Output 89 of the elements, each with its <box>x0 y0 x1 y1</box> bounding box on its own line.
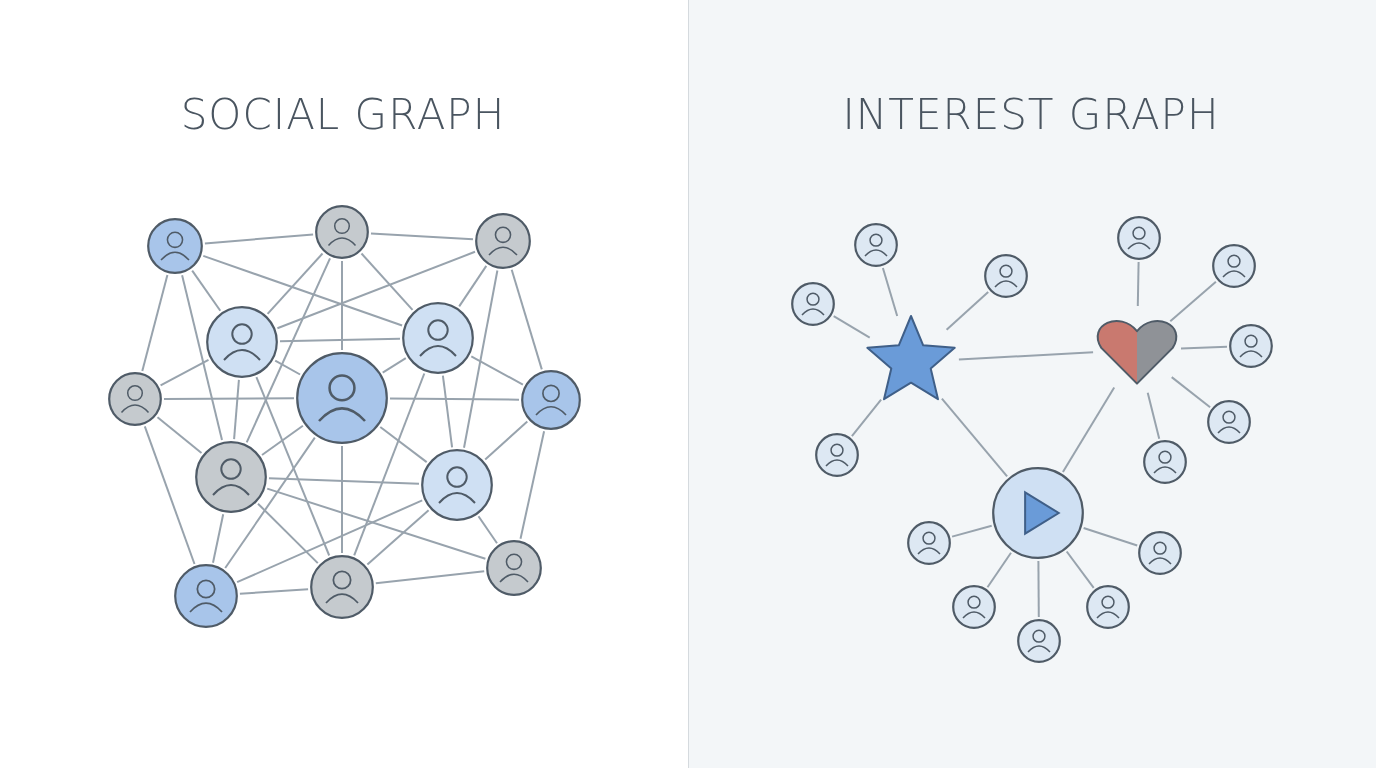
connector-line <box>458 264 488 308</box>
person-node <box>984 254 1028 298</box>
connector-line <box>257 502 319 565</box>
connector-line <box>203 233 315 245</box>
person-node <box>854 223 898 267</box>
connector-line <box>341 260 343 351</box>
person-node <box>402 302 474 374</box>
person-node <box>815 433 859 477</box>
connector-line <box>276 250 476 330</box>
person-node <box>1212 244 1256 288</box>
connector-line <box>156 416 203 454</box>
connector-line <box>389 397 520 401</box>
connector-line <box>191 269 222 312</box>
person-node <box>791 282 835 326</box>
connector-line <box>951 524 993 538</box>
person-node <box>1117 216 1161 260</box>
video-node <box>992 467 1084 559</box>
person-node <box>1143 440 1187 484</box>
panel-heading: INTEREST GRAPH <box>842 90 1220 139</box>
connector-line <box>379 426 428 464</box>
connector-line <box>261 424 304 456</box>
connector-line <box>881 267 899 317</box>
connector-line <box>1136 261 1140 307</box>
connector-line <box>163 397 295 400</box>
person-node <box>296 352 388 444</box>
connector-line <box>1170 376 1212 409</box>
connector-line <box>1082 527 1139 547</box>
connector-line <box>1065 550 1095 589</box>
connector-line <box>510 268 543 371</box>
person-node <box>1017 619 1061 663</box>
connector-line <box>366 509 430 566</box>
person-node <box>108 372 162 426</box>
person-node <box>1138 531 1182 575</box>
connector-line <box>477 515 498 545</box>
connector-line <box>279 337 401 343</box>
connector-line <box>236 499 424 584</box>
connector-line <box>441 374 454 449</box>
person-node <box>952 585 996 629</box>
connector-line <box>143 425 196 565</box>
person-node <box>174 564 238 628</box>
connector-line <box>233 378 240 441</box>
connector-line <box>1037 560 1040 618</box>
connector-line <box>986 551 1012 589</box>
person-node <box>486 540 542 596</box>
connector-line <box>1061 386 1116 473</box>
connector-line <box>360 252 414 311</box>
connector-line <box>832 315 871 339</box>
person-node <box>907 521 951 565</box>
connector-line <box>353 372 426 557</box>
connector-line <box>181 274 223 442</box>
person-node <box>315 205 369 259</box>
person-node <box>1207 400 1251 444</box>
panel-heading: SOCIAL GRAPH <box>180 90 506 139</box>
connector-line <box>374 570 486 585</box>
connector-line <box>945 291 990 331</box>
connector-line <box>341 445 343 554</box>
connector-line <box>484 420 529 461</box>
person-node <box>147 218 203 274</box>
connector-line <box>268 477 420 485</box>
connector-line <box>159 358 210 387</box>
connector-line <box>1169 280 1217 323</box>
connector-line <box>381 357 407 374</box>
connector-line <box>266 487 487 560</box>
connector-line <box>212 513 225 564</box>
person-node <box>475 213 531 269</box>
person-node <box>206 306 278 378</box>
connector-line <box>141 274 169 372</box>
person-node <box>310 555 374 619</box>
connector-line <box>238 588 310 595</box>
connector-line <box>1180 345 1228 350</box>
person-node <box>1086 585 1130 629</box>
connector-line <box>370 232 474 241</box>
connector-line <box>940 397 1009 478</box>
connector-line <box>519 430 546 540</box>
connector-line <box>957 351 1095 361</box>
connector-line <box>245 257 331 444</box>
connector-line <box>850 398 883 438</box>
connector-line <box>274 359 302 376</box>
connector-line <box>224 436 316 569</box>
connector-line <box>266 252 324 315</box>
person-node <box>421 449 493 521</box>
connector-line <box>1146 391 1161 440</box>
connector-line <box>202 254 404 327</box>
person-node <box>521 370 581 430</box>
connector-line <box>255 376 331 557</box>
connector-line <box>470 355 524 386</box>
connector-line <box>463 269 499 449</box>
person-node <box>195 441 267 513</box>
person-node <box>1229 324 1273 368</box>
